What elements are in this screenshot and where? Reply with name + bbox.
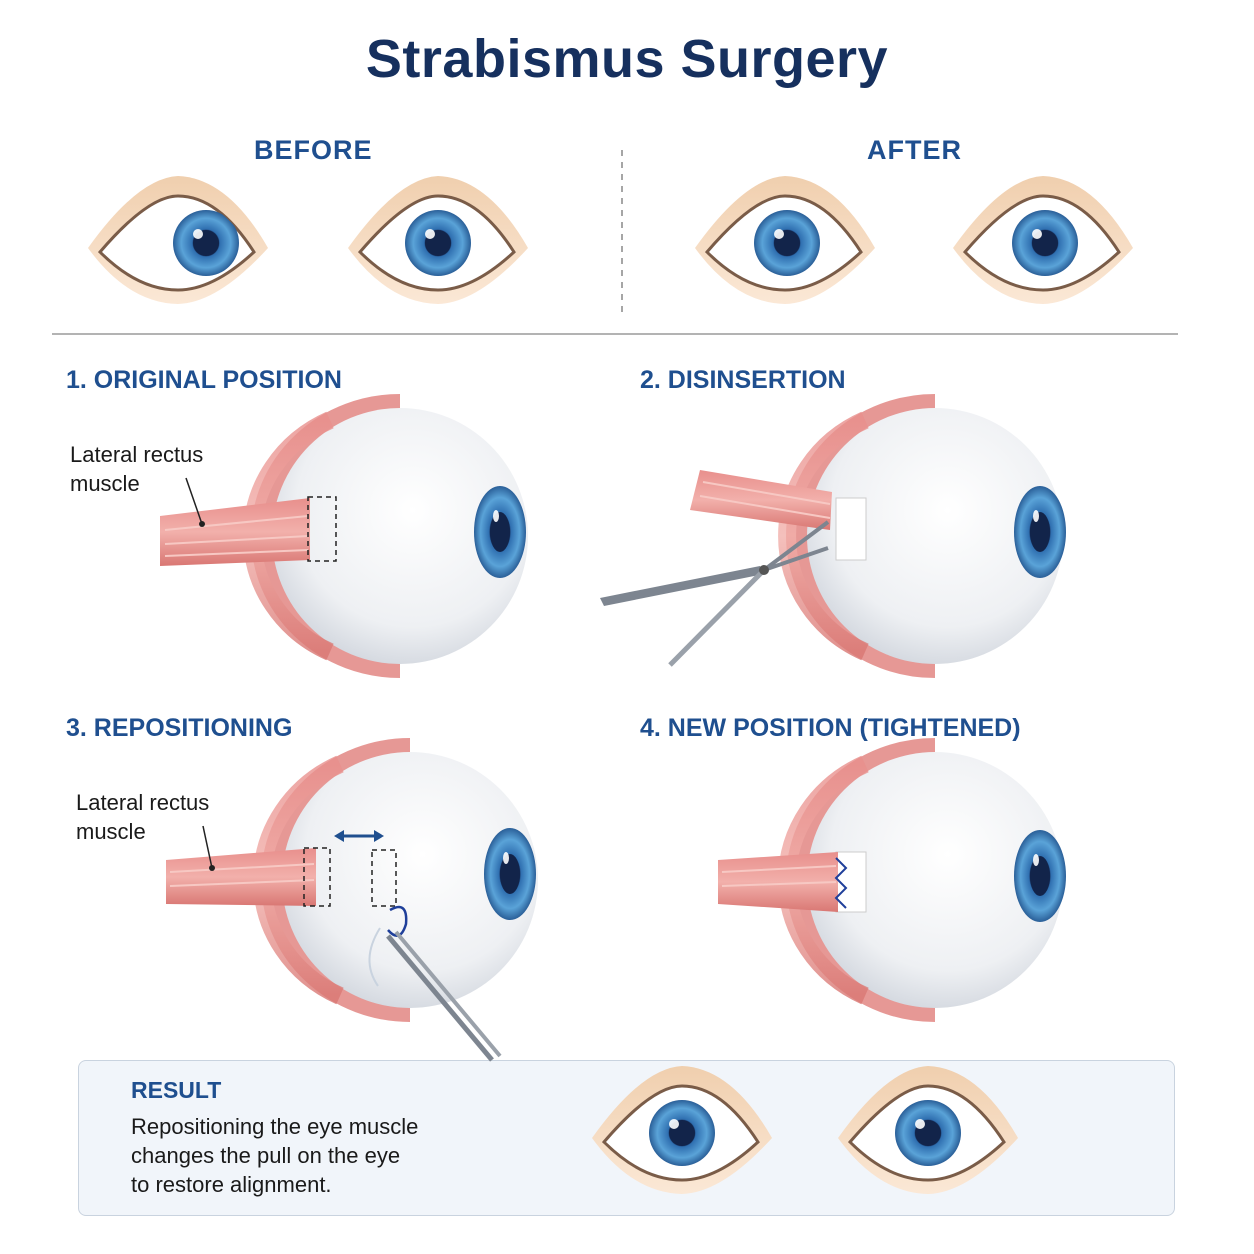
result-heading: RESULT: [131, 1077, 222, 1103]
step-3-title: 3. REPOSITIONING: [66, 714, 293, 742]
step-2-title: 2. DISINSERTION: [640, 366, 846, 394]
callout-line: muscle: [76, 819, 146, 844]
after-label: AFTER: [867, 135, 962, 165]
result-line: to restore alignment.: [131, 1172, 332, 1197]
step-1-eyeball: [160, 394, 528, 678]
callout-line: Lateral rectus: [76, 790, 210, 815]
before-right-eye: [86, 174, 270, 306]
scissors: [600, 566, 764, 606]
new-insertion-marker: [371, 849, 397, 907]
original-insertion-marker: [303, 847, 331, 907]
step-2-eyeball: [600, 394, 1066, 678]
after-right-eye: [693, 174, 877, 306]
result-right-eye: [590, 1064, 774, 1196]
result-line: Repositioning the eye muscle: [131, 1114, 419, 1139]
step-1-callout: Lateral rectus muscle: [70, 440, 203, 498]
step-4-eyeball: [718, 738, 1066, 1022]
callout-line: muscle: [70, 471, 140, 496]
result-left-eye: [836, 1064, 1020, 1196]
insertion-marker: [307, 496, 337, 562]
step-3-callout: Lateral rectus muscle: [76, 788, 209, 846]
step-1-title: 1. ORIGINAL POSITION: [66, 366, 342, 394]
page-title: Strabismus Surgery: [365, 29, 889, 89]
lateral-rectus-muscle: [160, 498, 310, 566]
lateral-rectus-muscle: [166, 848, 316, 906]
forceps: [386, 934, 494, 1062]
suture: [387, 905, 408, 937]
step-4-title: 4. NEW POSITION (TIGHTENED): [640, 714, 1021, 742]
result-line: changes the pull on the eye: [131, 1143, 401, 1168]
before-left-eye: [346, 174, 530, 306]
step-3-eyeball: [166, 738, 538, 1062]
callout-line: Lateral rectus: [70, 442, 204, 467]
sutures: [834, 857, 848, 909]
result-description: Repositioning the eye muscle changes the…: [131, 1112, 461, 1199]
before-label: BEFORE: [254, 135, 373, 165]
after-left-eye: [951, 174, 1135, 306]
